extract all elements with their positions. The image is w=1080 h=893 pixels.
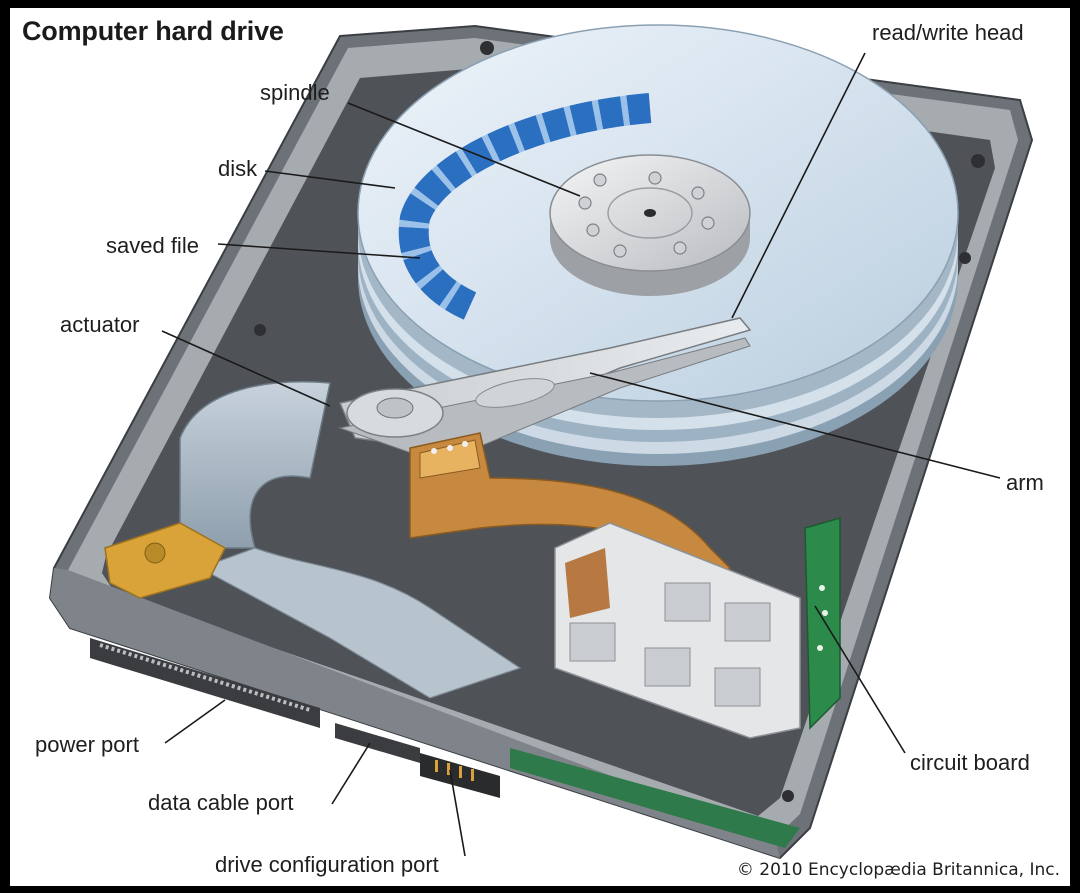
label-circuit-board: circuit board (910, 750, 1030, 775)
leader-arm (589, 372, 1001, 479)
leader-power-port (164, 699, 226, 744)
spindle-hub (549, 154, 751, 296)
leader-drive-configuration-port (449, 769, 466, 857)
leader-actuator (161, 330, 331, 407)
leader-lines (161, 52, 1001, 857)
actuator-magnet (104, 381, 522, 699)
label-drive-configuration-port: drive configuration port (215, 852, 439, 877)
label-data-cable-port: data cable port (148, 790, 294, 815)
label-actuator: actuator (60, 312, 140, 337)
hard-drive-illustration (48, 24, 1034, 860)
label-read-write-head: read/write head (872, 20, 1024, 45)
label-arm: arm (1006, 470, 1044, 495)
leader-spindle (347, 102, 581, 197)
actuator-arm (338, 317, 752, 590)
saved-file-arc (398, 93, 652, 320)
leader-disk (264, 170, 396, 189)
leader-circuit-board (814, 605, 906, 754)
label-saved-file: saved file (106, 233, 199, 258)
label-disk: disk (218, 156, 258, 181)
circuit-board (804, 517, 841, 730)
copyright-notice: © 2010 Encyclopædia Britannica, Inc. (736, 860, 1060, 880)
diagram-frame: Computer hard drive read/write head spin… (10, 8, 1070, 886)
leader-read-write-head (731, 52, 866, 319)
leader-saved-file (217, 243, 421, 259)
label-spindle: spindle (260, 80, 330, 105)
front-ports (90, 638, 500, 798)
leader-data-cable-port (331, 742, 371, 805)
connector-housing (554, 522, 801, 739)
label-power-port: power port (35, 732, 139, 757)
diagram-title: Computer hard drive (22, 16, 284, 46)
